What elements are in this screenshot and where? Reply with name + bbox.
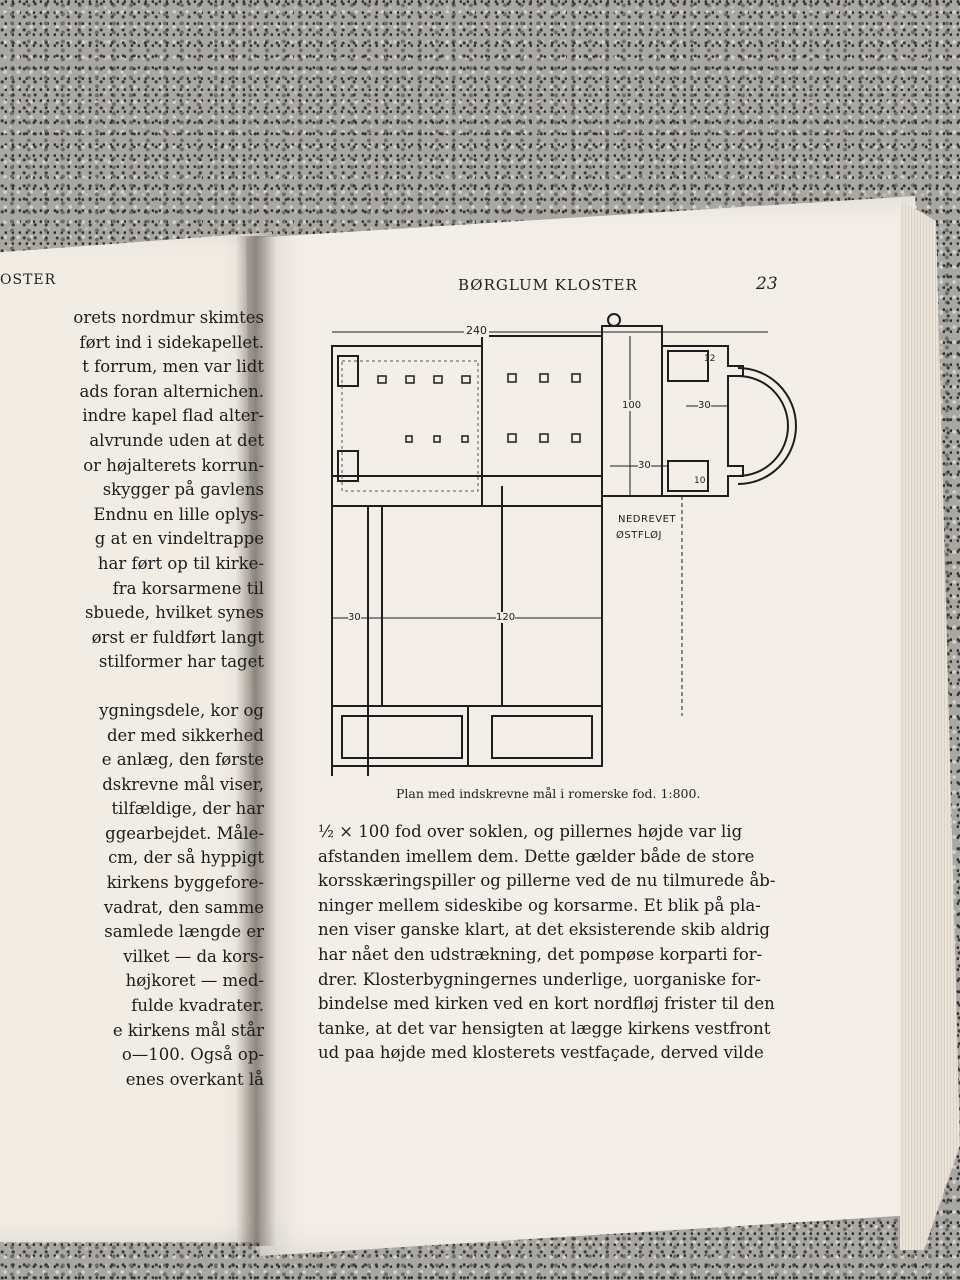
label-ostfloj: ØSTFLØJ xyxy=(616,530,662,541)
text-line: der med sikkerhed xyxy=(106,725,264,745)
west-room-1 xyxy=(337,355,359,387)
left-page xyxy=(0,232,272,1242)
text-line: vadrat, den samme xyxy=(103,897,264,917)
pier xyxy=(433,435,441,443)
pier xyxy=(377,375,387,384)
text-line: har ført op til kirke- xyxy=(97,553,264,573)
text-line: cm, der så hyppigt xyxy=(108,848,264,868)
right-page-text: ½ × 100 fod over soklen, og pillernes hø… xyxy=(318,820,828,1066)
label-30-apse: 30 xyxy=(698,400,711,411)
pier xyxy=(571,373,581,383)
text-line: tanke, at det var hensigten at lægge kir… xyxy=(318,1018,771,1038)
text-line: ggearbejdet. Måle- xyxy=(105,823,264,843)
text-line: ads foran alternichen. xyxy=(79,381,264,401)
right-running-header: BØRGLUM KLOSTER xyxy=(458,276,638,294)
west-room-2 xyxy=(337,450,359,482)
label-30-chapel: 30 xyxy=(638,460,651,471)
pier xyxy=(461,435,469,443)
text-line: Endnu en lille oplys- xyxy=(93,504,264,524)
pier xyxy=(461,375,471,384)
choir xyxy=(661,345,744,497)
text-line: dskrevne mål viser, xyxy=(102,774,264,794)
text-line xyxy=(24,675,264,699)
text-line: skygger på gavlens xyxy=(102,480,264,500)
apse-outer xyxy=(737,367,797,485)
label-nedrevet: NEDREVET xyxy=(618,514,677,525)
label-10: 10 xyxy=(694,476,706,486)
south-room-1 xyxy=(341,715,463,759)
dashed-wall xyxy=(341,360,479,492)
plan-caption: Plan med indskrevne mål i romerske fod. … xyxy=(396,786,701,801)
text-line: korsskæringspiller og pillerne ved de nu… xyxy=(318,871,776,891)
text-line: o—100. Også op- xyxy=(121,1045,264,1065)
text-line: drer. Klosterbygningernes underlige, uor… xyxy=(318,969,761,989)
pier xyxy=(507,433,517,443)
north-chapel xyxy=(667,350,709,382)
pier xyxy=(571,433,581,443)
label-240: 240 xyxy=(464,324,489,337)
stair-tower xyxy=(607,313,621,327)
label-100: 100 xyxy=(622,400,642,411)
text-line: orets nordmur skimtes xyxy=(73,308,264,327)
left-running-header: OSTER xyxy=(0,272,57,288)
pier xyxy=(405,375,415,384)
plan-label-layer: 240 100 30 12 30 10 30 120 NEDREVET ØSTF… xyxy=(318,306,798,776)
text-line: højkoret — med- xyxy=(125,971,264,991)
text-line: or højalterets korrun- xyxy=(83,455,264,475)
pier xyxy=(507,373,517,383)
text-line: e anlæg, den første xyxy=(101,750,264,770)
text-line: alvrunde uden at det xyxy=(89,430,264,450)
text-line: samlede længde er xyxy=(104,922,264,942)
text-line: bindelse med kirken ved en kort nordfløj… xyxy=(318,994,775,1014)
label-30-wing: 30 xyxy=(348,612,361,623)
text-line: ygningsdele, kor og xyxy=(99,700,264,720)
pier xyxy=(539,373,549,383)
text-line: e kirkens mål står xyxy=(112,1020,264,1040)
text-line: indre kapel flad alter- xyxy=(82,406,264,426)
text-line: ninger mellem sideskibe og korsarme. Et … xyxy=(318,895,761,915)
pier xyxy=(405,435,413,443)
text-line: ½ × 100 fod over soklen, og pillernes hø… xyxy=(318,822,743,841)
apse xyxy=(737,375,789,477)
text-line: vilket — da kors- xyxy=(123,946,264,966)
text-line: sbuede, hvilket synes xyxy=(84,603,264,623)
text-line: kirkens byggefore- xyxy=(106,873,264,893)
south-room-2 xyxy=(491,715,593,759)
south-chapel xyxy=(667,460,709,492)
text-line: har nået den udstrækning, det pompøse ko… xyxy=(318,944,763,964)
text-line: afstanden imellem dem. Dette gælder både… xyxy=(318,846,755,866)
page-number: 23 xyxy=(756,274,778,294)
text-line: tilfældige, der har xyxy=(111,799,264,819)
text-line: nen viser ganske klart, at det eksistere… xyxy=(318,920,770,940)
label-120: 120 xyxy=(496,612,516,623)
text-line: fulde kvadrater. xyxy=(131,996,264,1016)
text-line: ud paa højde med klosterets vestfaçade, … xyxy=(318,1043,764,1063)
text-line: ført ind i sidekapellet. xyxy=(79,332,264,352)
left-page-text: orets nordmur skimtes ført ind i sidekape… xyxy=(24,306,264,1092)
label-12: 12 xyxy=(704,354,716,364)
text-line: t forrum, men var lidt xyxy=(82,357,264,377)
text-line: fra korsarmene til xyxy=(112,578,264,598)
floor-plan xyxy=(331,313,797,776)
pier xyxy=(433,375,443,384)
pier xyxy=(539,433,549,443)
text-line: ørst er fuldført langt xyxy=(91,627,264,647)
text-line: g at en vindeltrappe xyxy=(94,529,264,549)
text-line: enes overkant lå xyxy=(125,1069,264,1089)
text-line: stilformer har taget xyxy=(98,652,264,672)
book-gutter xyxy=(236,236,276,1246)
